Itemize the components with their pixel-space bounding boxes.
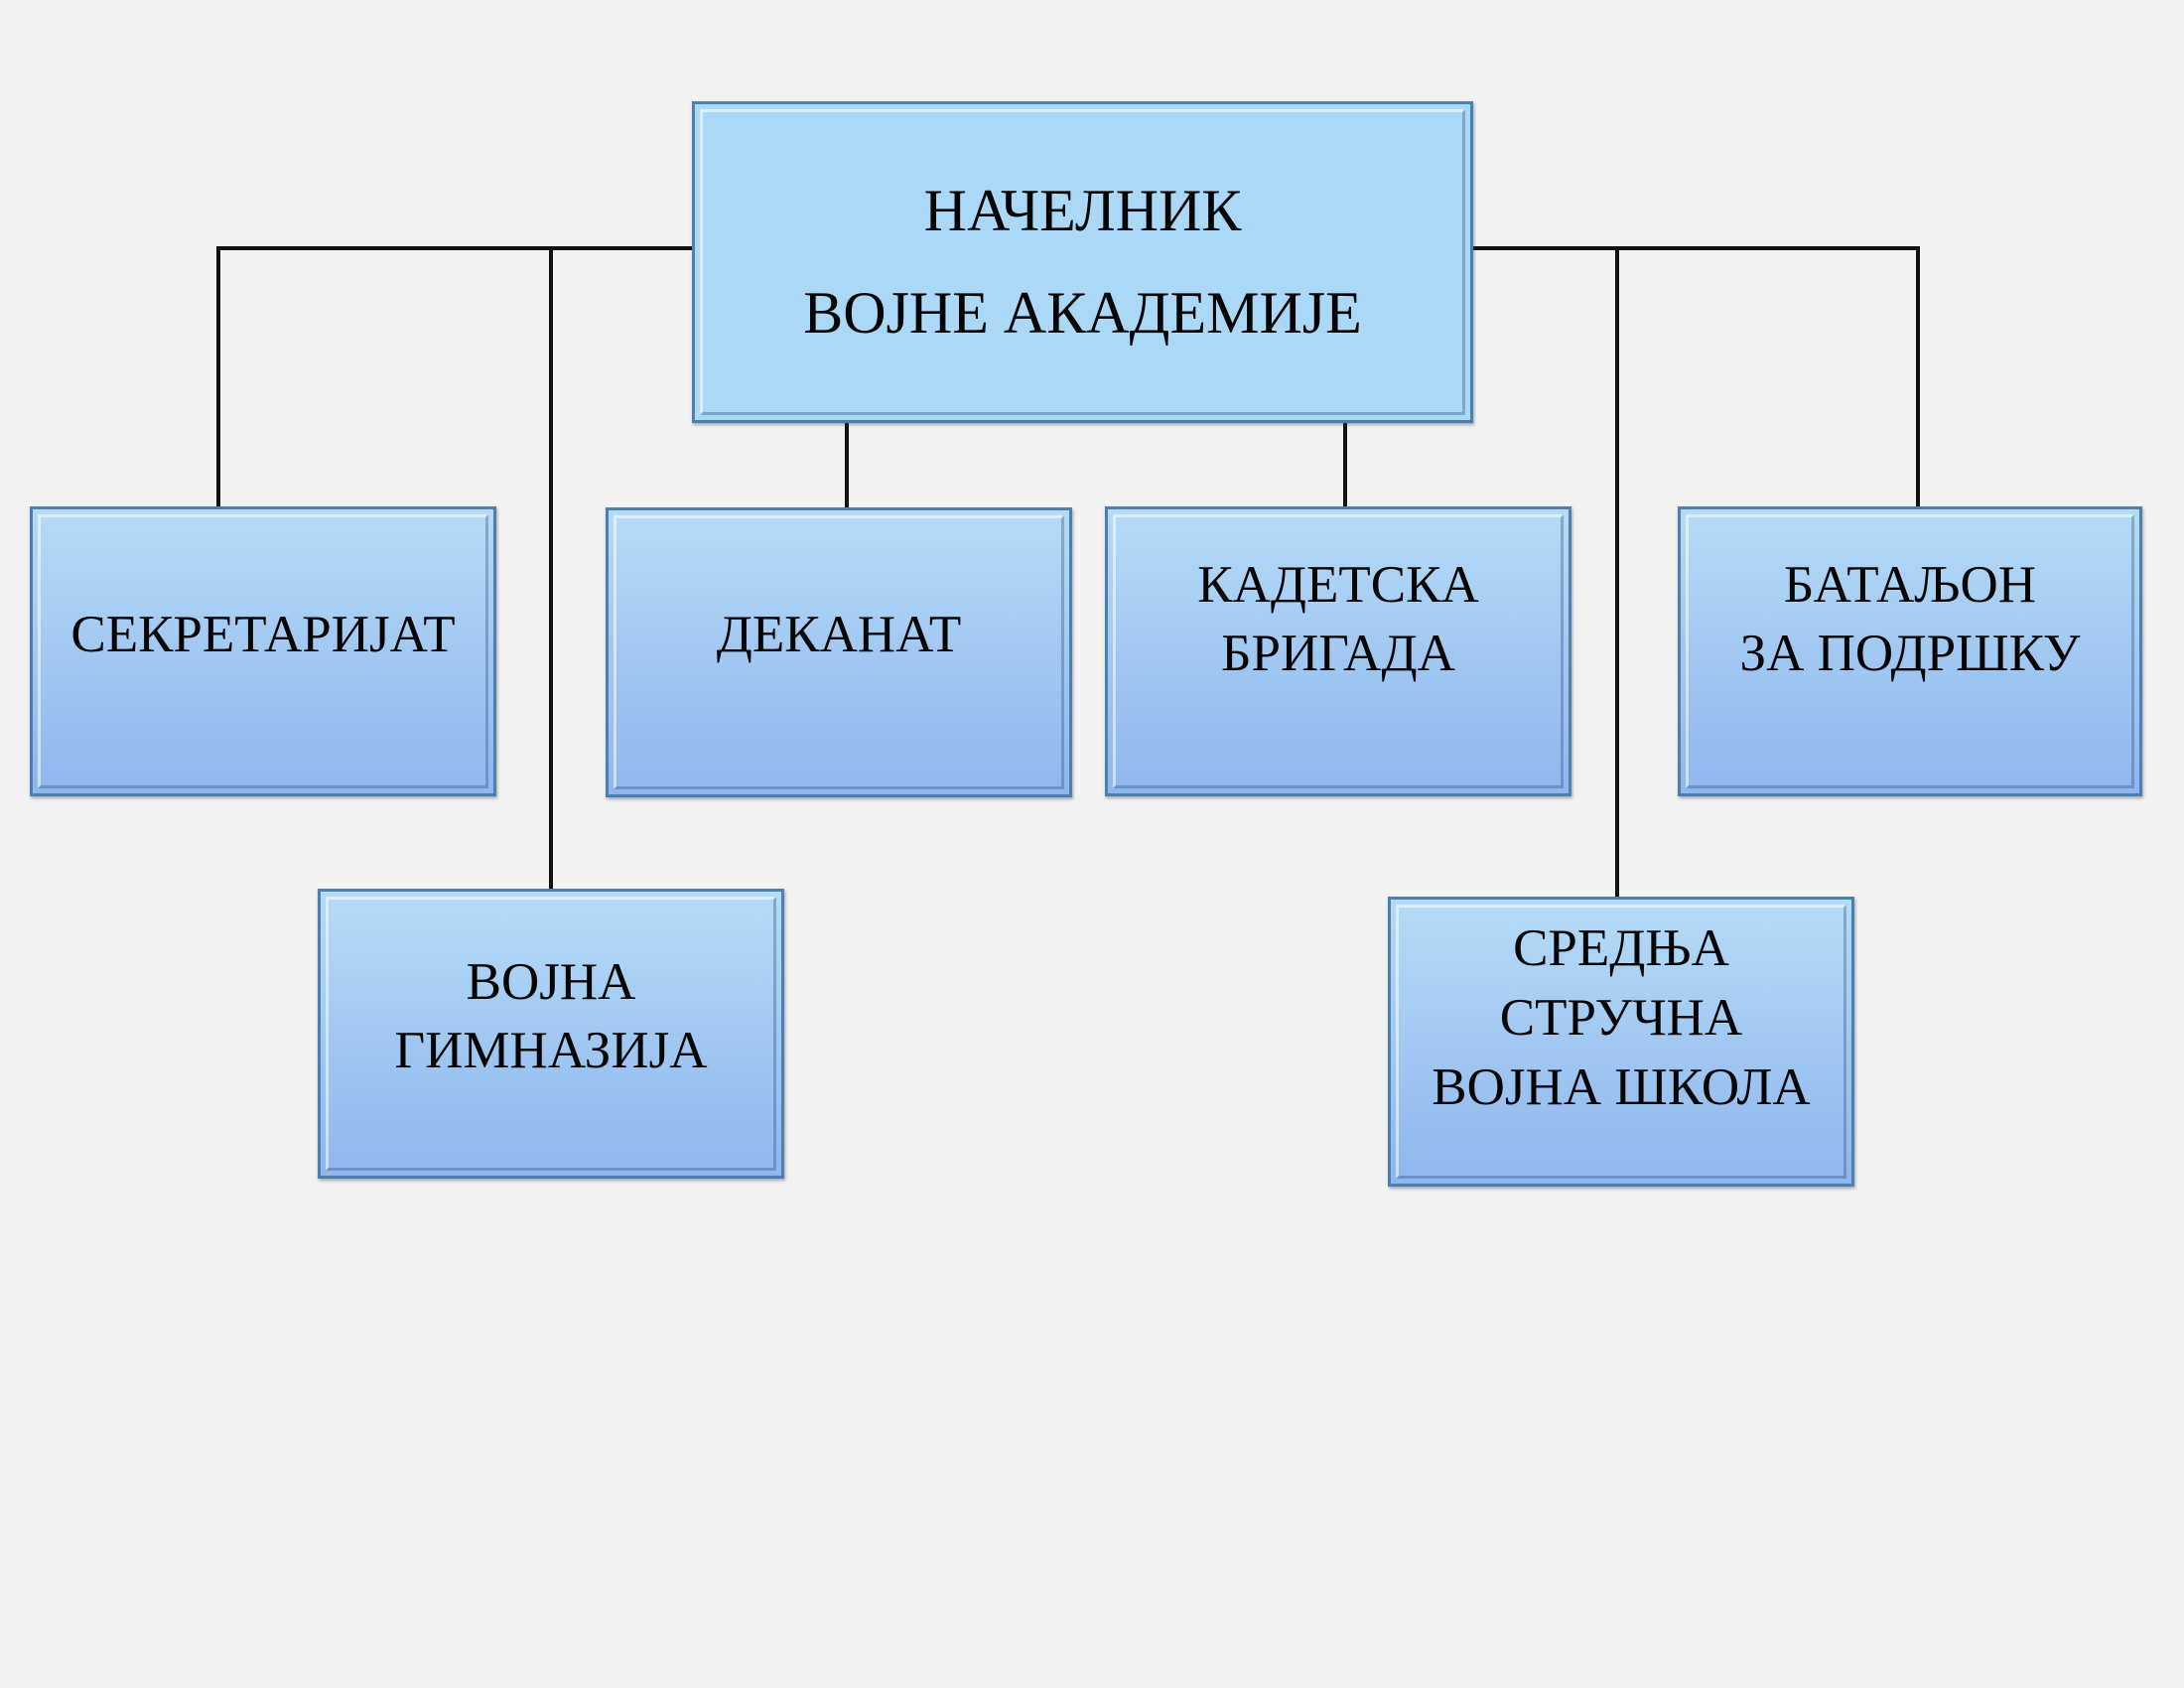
- deanery-label: ДЕКАНАТ: [716, 605, 962, 663]
- deanery-box: ДЕКАНАТ: [606, 507, 1072, 797]
- secondary-school-box: СРЕДЊА СТРУЧНА ВОЈНА ШКОЛА: [1388, 897, 1854, 1187]
- cadet-brigade-label: КАДЕТСКА БРИГАДА: [1197, 556, 1479, 682]
- head-of-academy-box: НАЧЕЛНИК ВОЈНЕ АКАДЕМИЈЕ: [692, 101, 1473, 423]
- secretariat-box: СЕКРЕТАРИЈАТ: [30, 506, 496, 796]
- cadet-brigade-box: КАДЕТСКА БРИГАДА: [1105, 506, 1571, 796]
- secondary-school-label: СРЕДЊА СТРУЧНА ВОЈНА ШКОЛА: [1432, 919, 1811, 1116]
- military-gymnasium-box: ВОЈНА ГИМНАЗИЈА: [318, 889, 784, 1179]
- support-battalion-box: БАТАЉОН ЗА ПОДРШКУ: [1678, 506, 2142, 796]
- support-battalion-label: БАТАЉОН ЗА ПОДРШКУ: [1739, 556, 2081, 682]
- military-gymnasium-label: ВОЈНА ГИМНАЗИЈА: [394, 953, 708, 1079]
- head-of-academy-label: НАЧЕЛНИК ВОЈНЕ АКАДЕМИЈЕ: [803, 177, 1362, 346]
- secretariat-label: СЕКРЕТАРИЈАТ: [70, 605, 456, 663]
